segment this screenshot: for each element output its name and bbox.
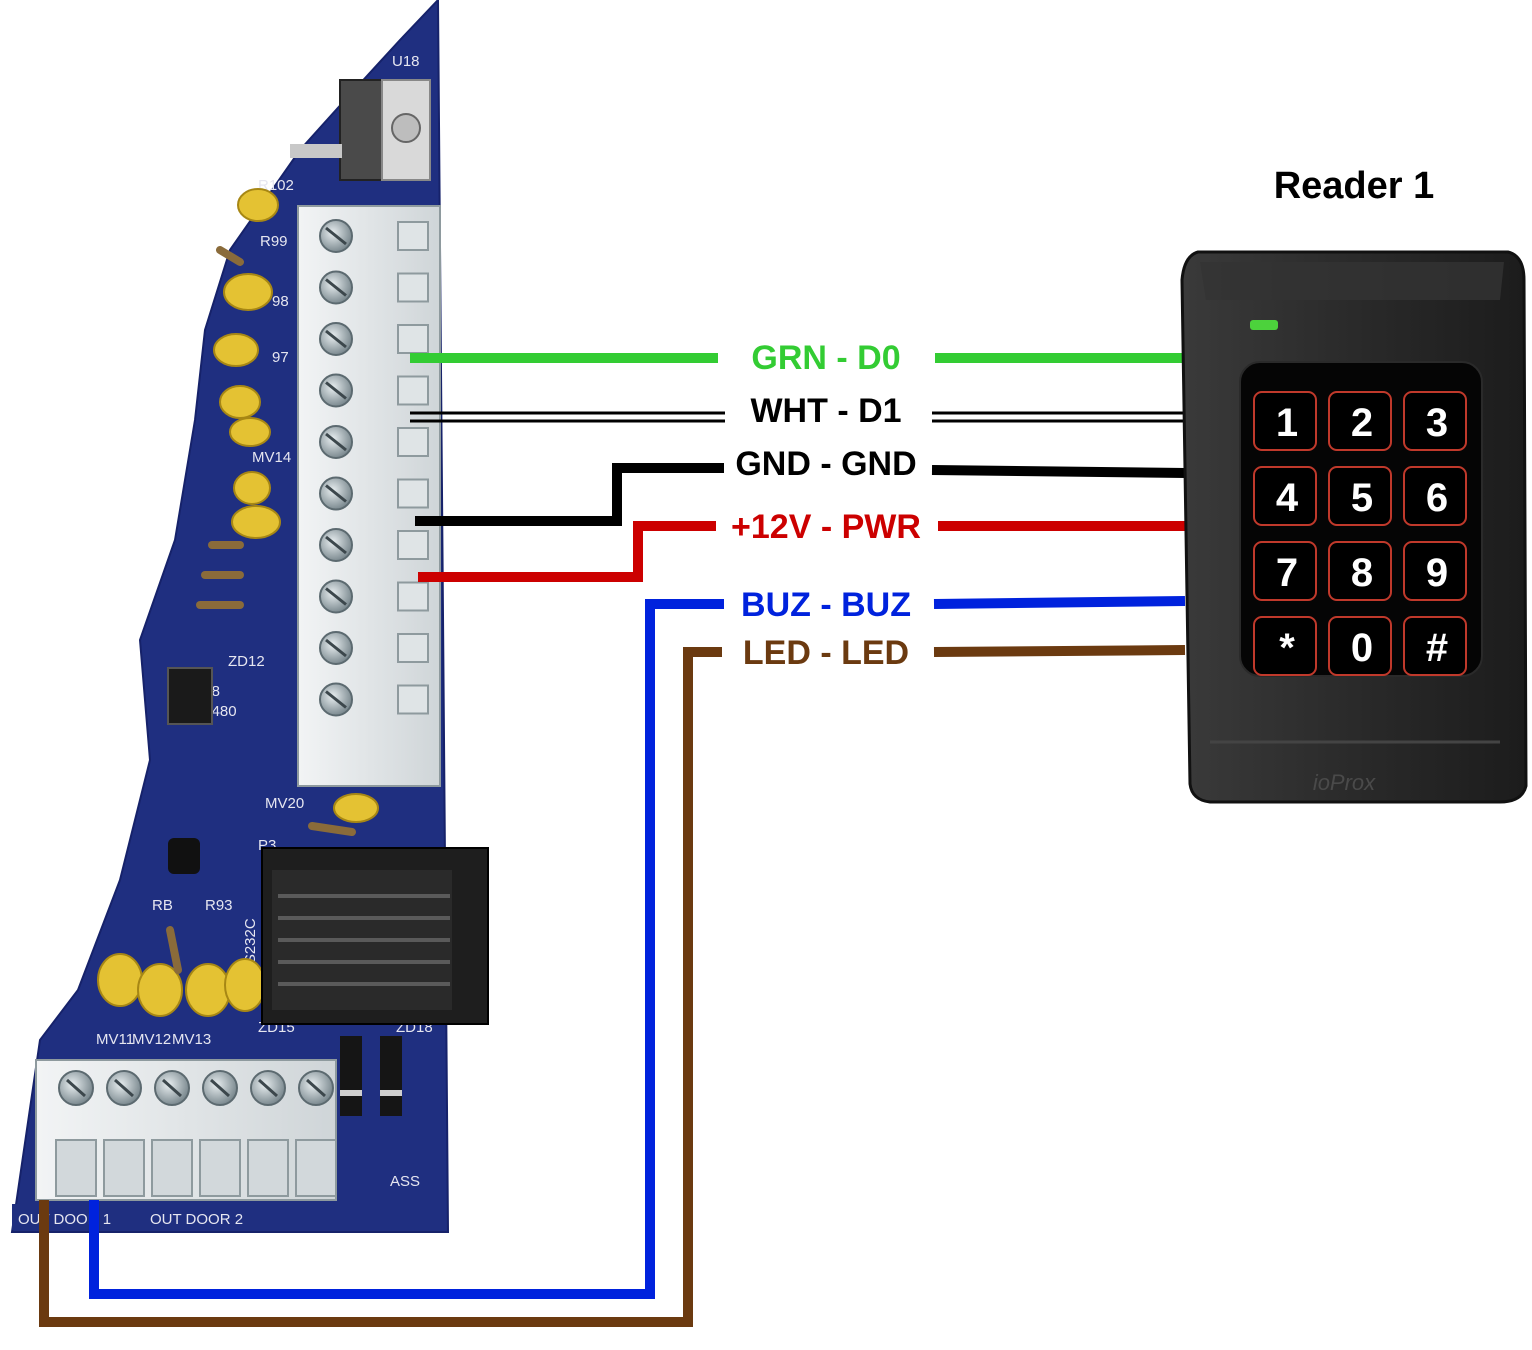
key-label: 3 — [1426, 401, 1448, 445]
diodes — [340, 1036, 402, 1116]
key-label: 1 — [1276, 401, 1298, 445]
status-led — [1250, 320, 1278, 330]
silk-mv12: MV12 — [132, 1031, 171, 1048]
resistors — [166, 246, 356, 974]
key-4[interactable]: 4 — [1253, 466, 1317, 526]
silk-mv20: MV20 — [265, 795, 304, 812]
terminal-block-door: OUT DOOR 1 OUT DOOR 2 — [12, 1059, 337, 1230]
wire-gnd-right — [931, 465, 1187, 478]
terminal-screw — [319, 373, 429, 408]
key-6[interactable]: 6 — [1403, 466, 1467, 526]
wire-buz-left — [89, 599, 724, 1299]
terminal-screw — [319, 219, 429, 253]
label-buz-buz: BUZ - BUZ — [741, 586, 911, 624]
wire-wht-right — [932, 411, 1188, 423]
terminal-screw — [247, 1070, 289, 1197]
silk-98: 98 — [272, 293, 289, 310]
terminal-screw — [103, 1070, 145, 1197]
silk-zd12: ZD12 — [228, 653, 265, 670]
reader-brand-logo: ioProx — [1313, 770, 1376, 795]
key-label: 2 — [1351, 401, 1373, 445]
silk-97: 97 — [272, 349, 289, 366]
ic-chip — [167, 667, 213, 725]
terminal-screw — [319, 322, 429, 356]
wire-gnd-left — [415, 463, 724, 526]
silk-ass: ASS — [390, 1173, 420, 1190]
terminal-screw — [199, 1070, 241, 1197]
key-1[interactable]: 1 — [1253, 391, 1317, 451]
key-label: 4 — [1276, 476, 1299, 520]
terminal-screw — [319, 425, 429, 459]
silk-mv14: MV14 — [252, 449, 291, 466]
key-2[interactable]: 2 — [1328, 391, 1392, 451]
silk-u18: U18 — [392, 53, 420, 70]
key-3[interactable]: 3 — [1403, 391, 1467, 451]
key-label: 6 — [1426, 476, 1448, 520]
wire-led-left — [39, 647, 722, 1327]
key-label: 7 — [1276, 551, 1298, 595]
silk-mv13: MV13 — [172, 1031, 211, 1048]
key-label: 9 — [1426, 551, 1448, 595]
label-wht-d1: WHT - D1 — [750, 392, 901, 430]
terminal-screw — [319, 631, 429, 665]
terminal-screw — [319, 270, 429, 305]
key-8[interactable]: 8 — [1328, 541, 1392, 601]
terminal-screw — [55, 1070, 97, 1197]
terminal-screw — [319, 579, 429, 614]
transistor — [168, 838, 200, 874]
label-grn-d0: GRN - D0 — [751, 339, 900, 377]
terminal-screw — [295, 1070, 337, 1197]
controller-board: U18 R102 R99 98 97 MV14 ZD12 CN8 LTC1480… — [10, 0, 489, 1233]
keypad-reader: 1 2 3 4 5 6 7 8 9 * 0 # ioProx — [1180, 250, 1528, 804]
key-label: 5 — [1351, 476, 1373, 520]
silk-door-2: OUT DOOR 2 — [150, 1211, 243, 1228]
silk-mv11: MV11 — [96, 1031, 134, 1048]
key-0[interactable]: 0 — [1328, 616, 1392, 676]
key-label: # — [1426, 626, 1448, 670]
voltage-regulator — [290, 79, 431, 181]
capacitors — [97, 188, 379, 1017]
wires — [39, 353, 1190, 1327]
wire-pwr-left — [418, 521, 716, 582]
reader-title: Reader 1 — [1274, 165, 1435, 207]
key-9[interactable]: 9 — [1403, 541, 1467, 601]
silk-r93: R93 — [205, 897, 233, 914]
key-label: * — [1279, 626, 1295, 670]
silk-rb: RB — [152, 897, 173, 914]
key-5[interactable]: 5 — [1328, 466, 1392, 526]
label-pwr: +12V - PWR — [731, 508, 921, 546]
key-star[interactable]: * — [1253, 616, 1317, 676]
wire-buz-right — [933, 596, 1186, 609]
silk-r99: R99 — [260, 233, 288, 250]
label-gnd-gnd: GND - GND — [735, 445, 916, 483]
terminal-screw — [319, 682, 429, 717]
wire-labels: GRN - D0 WHT - D1 GND - GND +12V - PWR B… — [731, 339, 921, 672]
key-7[interactable]: 7 — [1253, 541, 1317, 601]
terminal-screw — [319, 528, 429, 562]
wire-led-right — [933, 645, 1186, 657]
key-label: 8 — [1351, 551, 1373, 595]
key-label: 0 — [1351, 626, 1373, 670]
rs232-connector — [261, 847, 489, 1025]
terminal-block-main — [297, 205, 441, 787]
wire-wht-left — [410, 411, 725, 423]
terminal-screw — [319, 476, 429, 511]
label-led-led: LED - LED — [743, 634, 909, 672]
key-hash[interactable]: # — [1403, 616, 1467, 676]
terminal-screw — [151, 1070, 193, 1197]
